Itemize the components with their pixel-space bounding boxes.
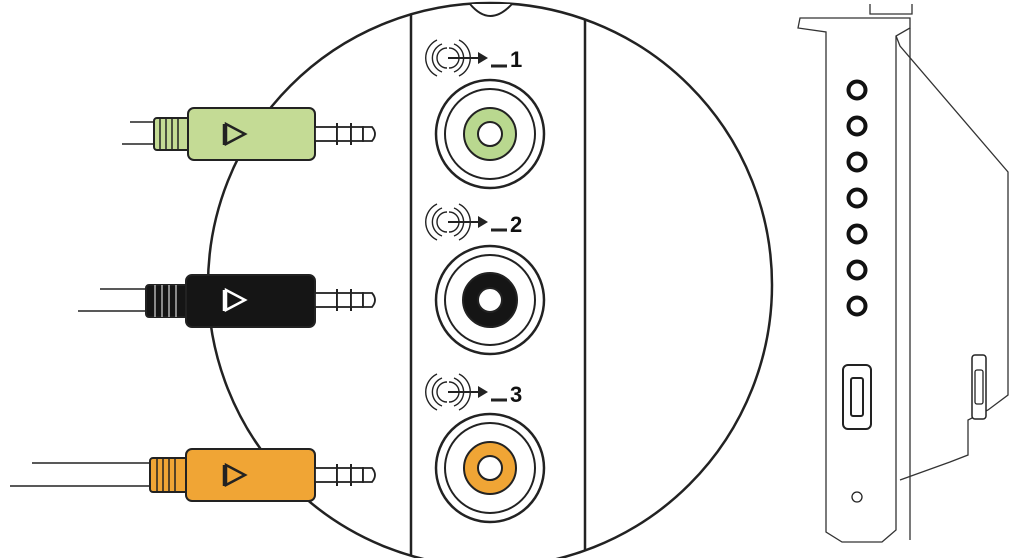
plug-body [185,274,316,328]
partial-jack-top [469,3,513,17]
card-jack[interactable] [846,295,868,317]
card-jack[interactable] [846,223,868,245]
audio-plug-orange[interactable] [10,448,376,502]
plug-ring [336,126,352,142]
card-jacks [846,79,868,317]
triangle-marker-icon [222,462,248,488]
port-1: 1 [425,39,546,190]
plug-ring [336,292,352,308]
speaker-output-icon [425,373,507,411]
plug-sleeve [314,467,338,483]
card-side-connector [971,354,987,420]
triangle-marker-icon [222,121,248,147]
port-number: 3 [510,382,522,407]
plug-sleeve [314,292,338,308]
card-jack[interactable] [846,151,868,173]
speaker-output-icon [425,203,507,241]
card-jack[interactable] [846,259,868,281]
speaker-output-icon [425,39,507,77]
port-2: 2 [425,203,546,356]
port-number: 1 [510,47,522,72]
jack-hole-1 [477,121,503,147]
strain-relief [149,457,191,493]
jack-hole-2 [477,287,503,313]
plug-tip [362,467,376,483]
plug-body [185,448,316,502]
sound-card-bracket [797,4,1009,543]
plug-body [187,107,316,161]
card-jack[interactable] [846,115,868,137]
plug-sleeve [314,126,338,142]
jack-hole-3 [477,455,503,481]
optical-port[interactable] [842,364,872,430]
port-3: 3 [425,373,546,524]
plug-ring [336,467,352,483]
audio-plug-black[interactable] [78,274,376,328]
plug-tip [362,292,376,308]
card-jack[interactable] [846,79,868,101]
card-jack[interactable] [846,187,868,209]
triangle-marker-icon [222,287,248,313]
plug-tip [362,126,376,142]
port-number: 2 [510,212,522,237]
audio-plug-green[interactable] [122,107,376,161]
strain-relief [145,284,189,318]
screw-hole [851,491,863,503]
card-pcb-outline [888,17,1009,481]
